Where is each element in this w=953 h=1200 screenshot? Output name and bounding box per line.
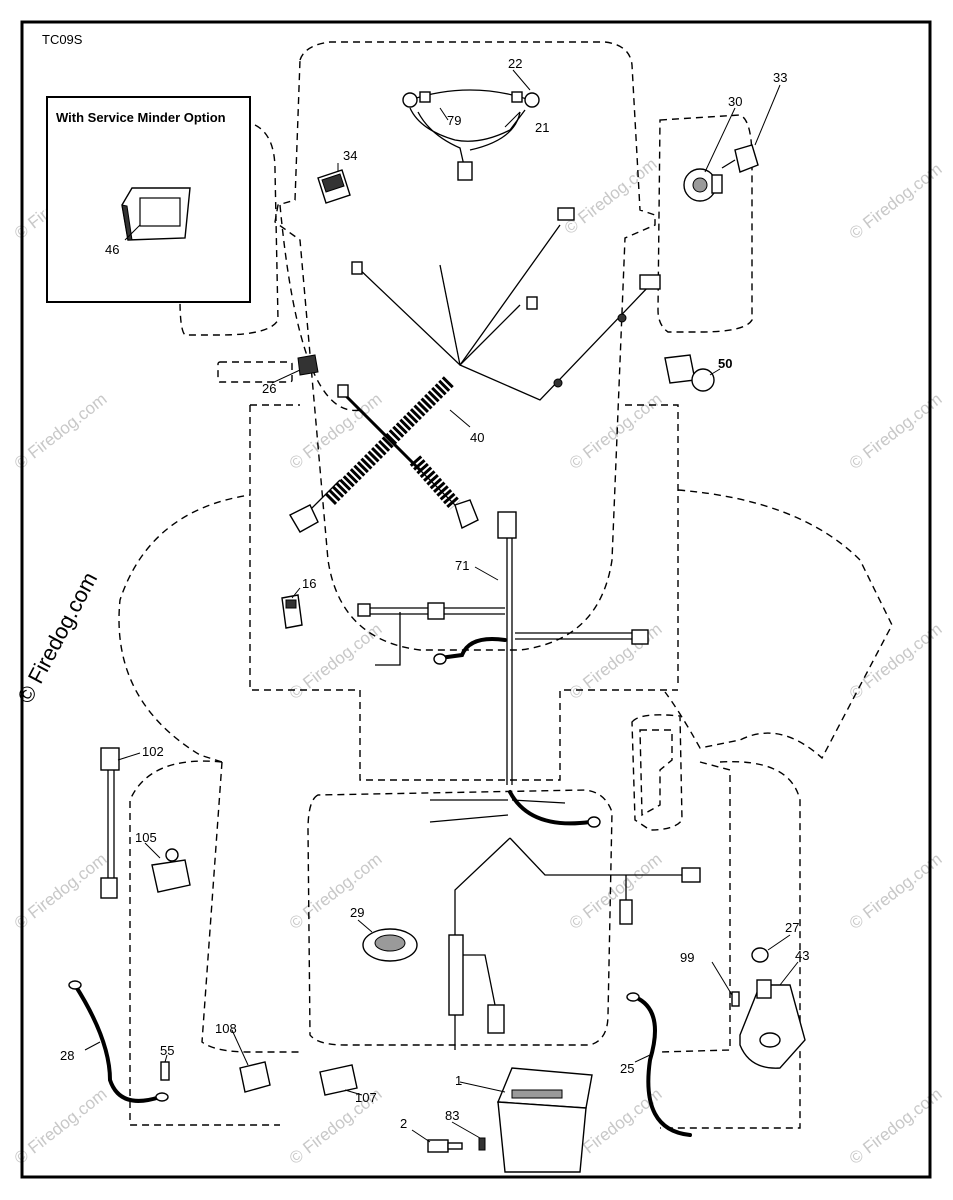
watermark: © Firedog.com	[566, 389, 666, 473]
main-harness	[289, 207, 661, 533]
callout-50: 50	[718, 356, 732, 371]
headlight-harness	[402, 89, 540, 181]
bolt-2	[427, 1139, 463, 1153]
screw-55	[160, 1061, 170, 1081]
callout-1: 1	[455, 1073, 462, 1088]
switch-50	[664, 354, 715, 392]
callout-71: 71	[455, 558, 469, 573]
watermarks: © Firedog.com © Firedog.com © Firedog.co…	[11, 154, 946, 1168]
callout-102: 102	[142, 744, 164, 759]
callout-108: 108	[215, 1021, 237, 1036]
callout-40: 40	[470, 430, 484, 445]
callout-30: 30	[728, 94, 742, 109]
clip-26	[297, 354, 319, 376]
harness-71	[357, 511, 701, 1050]
leader-lines	[84, 69, 799, 1143]
callout-105: 105	[135, 830, 157, 845]
callout-34: 34	[343, 148, 357, 163]
nut-83	[478, 1137, 486, 1151]
module-108	[239, 1061, 271, 1093]
watermark: © Firedog.com	[561, 154, 661, 238]
callout-labels: 22 79 21 33 30 34 46 26 50 40 16 71 102 …	[60, 56, 809, 1131]
service-minder-inset: With Service Minder Option	[46, 96, 251, 303]
callout-26: 26	[262, 381, 276, 396]
wire-102	[100, 747, 120, 899]
callout-83: 83	[445, 1108, 459, 1123]
callout-27: 27	[785, 920, 799, 935]
battery-1	[496, 1067, 593, 1173]
callout-79: 79	[447, 113, 461, 128]
starter-solenoid-43	[739, 947, 806, 1069]
callout-107: 107	[355, 1090, 377, 1105]
battery-cable-25	[633, 995, 692, 1137]
watermark: © Firedog.com	[11, 389, 111, 473]
callout-99: 99	[680, 950, 694, 965]
diagram-code: TC09S	[42, 32, 83, 47]
solenoid-105	[151, 848, 191, 893]
callout-55: 55	[160, 1043, 174, 1058]
switch-34	[317, 169, 351, 204]
ignition-key	[721, 144, 759, 173]
watermark: © Firedog.com	[566, 849, 666, 933]
callout-16: 16	[302, 576, 316, 591]
outline-tab-26	[217, 361, 293, 383]
callout-33: 33	[773, 70, 787, 85]
callout-43: 43	[795, 948, 809, 963]
watermark: © Firedog.com	[11, 849, 111, 933]
watermark: © Firedog.com	[11, 1084, 111, 1168]
tractor-outline	[118, 41, 893, 1129]
callout-29: 29	[350, 905, 364, 920]
horn-29	[362, 928, 418, 962]
callout-46: 46	[105, 242, 119, 257]
callout-2: 2	[400, 1116, 407, 1131]
inset-title: With Service Minder Option	[56, 110, 226, 125]
module-107	[319, 1064, 358, 1096]
battery-cable-28	[73, 983, 162, 1103]
ignition-switch	[683, 168, 723, 202]
diagram-frame	[20, 20, 932, 1179]
callout-22: 22	[508, 56, 522, 71]
callout-21: 21	[535, 120, 549, 135]
bolt-99	[731, 991, 740, 1007]
watermark: © Firedog.com	[286, 849, 386, 933]
callout-25: 25	[620, 1061, 634, 1076]
callout-28: 28	[60, 1048, 74, 1063]
relay-16	[281, 594, 303, 629]
watermark-side: © Firedog.com	[12, 568, 102, 707]
service-minder-display	[121, 187, 191, 241]
